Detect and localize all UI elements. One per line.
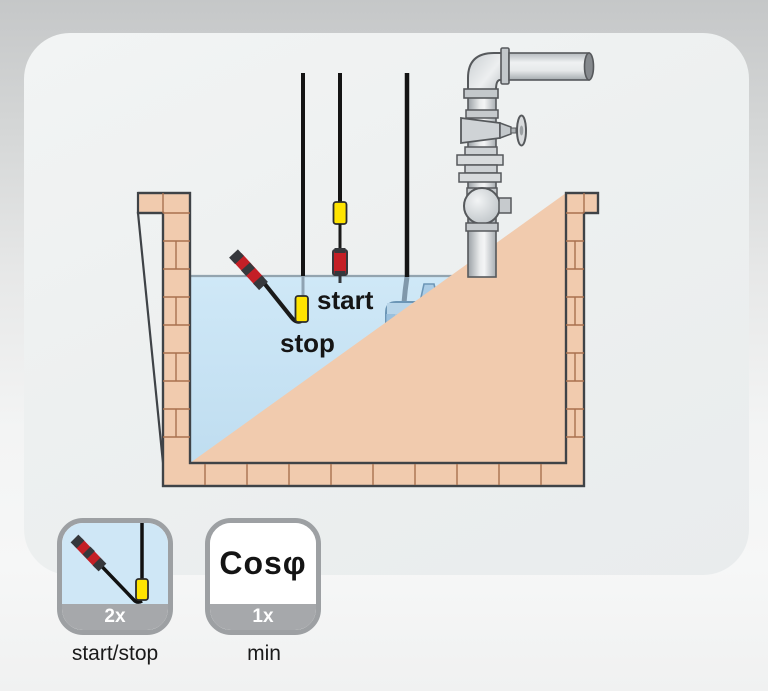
pump-cable-underwater xyxy=(401,276,410,304)
stop-label: stop xyxy=(280,328,335,358)
check-valve-icon xyxy=(463,187,512,232)
cos-phi-symbol: Cosφ xyxy=(210,523,316,604)
float-switch-icon xyxy=(70,523,149,604)
float-switch-start-icon xyxy=(332,201,348,283)
brick-joints xyxy=(162,193,585,485)
gate-valve-icon xyxy=(460,109,527,147)
union-coupling xyxy=(456,146,504,183)
outlet-pipe xyxy=(508,52,590,81)
float-switch-count-bar: 2x xyxy=(62,604,168,630)
outlet-pipe-opening xyxy=(583,52,595,81)
suspension-cables xyxy=(301,73,410,277)
float-switch-caption: start/stop xyxy=(71,642,159,665)
stop-float-body xyxy=(294,295,309,323)
elbow-collar xyxy=(463,88,499,99)
elbow-flange xyxy=(500,47,510,85)
riser-pipe-assembly xyxy=(456,47,595,278)
float-switch-stop-icon xyxy=(229,249,309,324)
cos-phi-caption: min xyxy=(247,642,281,665)
start-float-body xyxy=(332,201,348,225)
cos-phi-count-bar: 1x xyxy=(210,604,316,630)
legend-badge-float-switch: 2x xyxy=(57,518,173,635)
float-switch-badge-art xyxy=(62,523,168,604)
start-label: start xyxy=(317,285,374,315)
legend-badge-cos-phi: Cosφ 1x xyxy=(205,518,321,635)
